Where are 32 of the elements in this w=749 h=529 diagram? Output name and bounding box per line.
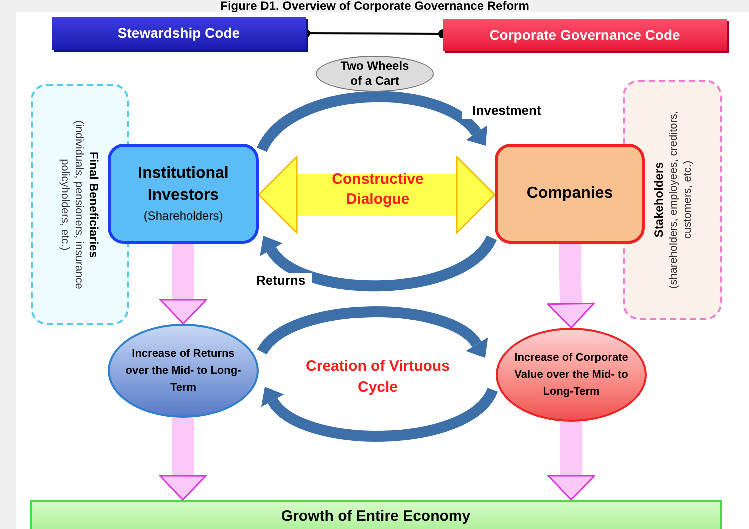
- dashed-group-box: [31, 84, 129, 325]
- diagram-title: Figure D1. Overview of Corporate Governance Reform: [220, 0, 530, 13]
- ellipse-label: Increase of Returns over the Mid- to Long-Term: [124, 346, 242, 396]
- group-description: (shareholders, employees, creditors, customers, etc.): [666, 110, 694, 291]
- arrow: [258, 306, 488, 356]
- arrow: [257, 92, 488, 153]
- group-description: (individuals, pensioners, insurance policyholders, etc.): [58, 119, 86, 291]
- code-banner: [52, 17, 306, 50]
- actor-box: [495, 144, 645, 244]
- double-arrow: [258, 156, 496, 234]
- box-title: Companies: [526, 184, 614, 204]
- box-title: Institutional Investors: [137, 164, 230, 206]
- ellipse-label: Increase of Corporate Value over the Mid- to Long-Term: [514, 350, 630, 400]
- arrow: [159, 418, 207, 501]
- arrow: [261, 234, 497, 292]
- arrow: [262, 387, 498, 442]
- group-heading: Stakeholders: [651, 162, 666, 238]
- dashed-group-box: [623, 80, 722, 320]
- actor-box: [108, 144, 259, 244]
- bar-title: Growth of Entire Economy: [281, 507, 471, 527]
- code-title: Corporate Governance Code: [490, 26, 680, 45]
- group-heading: Final Beneficiaries: [86, 151, 102, 258]
- ellipse-label: Two Wheels of a Cart: [340, 59, 410, 89]
- arrow: [547, 244, 595, 329]
- economy-bar: [30, 500, 722, 529]
- cycle-label: Creation of Virtuous Cycle: [305, 357, 451, 398]
- arrow: [548, 422, 596, 501]
- code-banner: [443, 19, 727, 51]
- code-title: Stewardship Code: [118, 24, 240, 43]
- box-subtitle: (Shareholders): [144, 208, 224, 225]
- arrow: [160, 244, 208, 325]
- edge-label: Constructive Dialogue: [331, 170, 425, 210]
